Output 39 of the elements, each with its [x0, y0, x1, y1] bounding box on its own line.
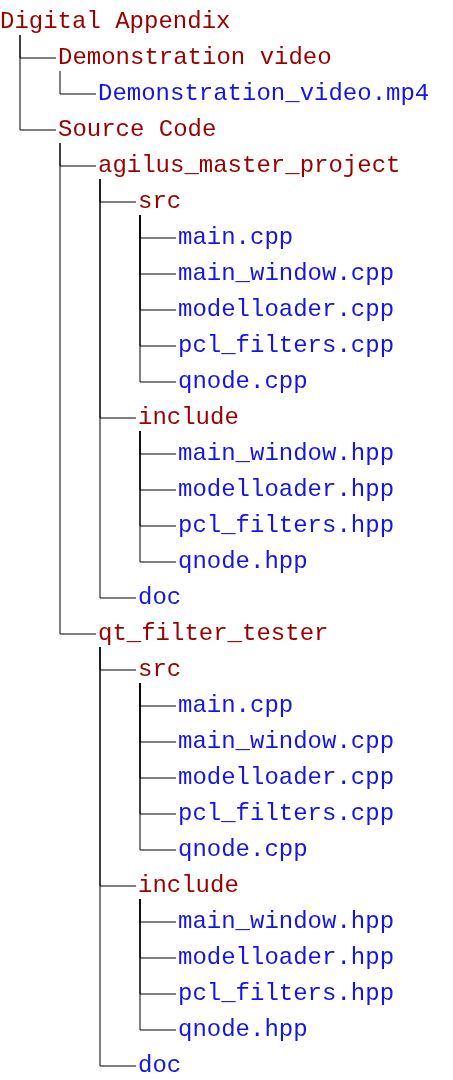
file-name: main_window.hpp [178, 441, 395, 467]
file-name: qnode.cpp [178, 369, 308, 395]
file-name: qnode.hpp [178, 1017, 308, 1043]
file-name: main_window.hpp [178, 909, 395, 935]
tree-connector [139, 682, 177, 851]
tree-connector [59, 142, 97, 635]
folder-name: include [138, 405, 239, 431]
folder-name: src [138, 657, 182, 683]
tree-connector [59, 70, 97, 95]
folder-name: Demonstration video [58, 45, 332, 71]
file-name: modelloader.cpp [178, 765, 395, 791]
folder-name: qt_filter_tester [98, 621, 329, 647]
file-name: modelloader.cpp [178, 297, 395, 323]
folder-name: include [138, 873, 239, 899]
file-name: Demonstration_video.mp4 [98, 81, 430, 107]
file-name: qnode.cpp [178, 837, 308, 863]
file-name: pcl_filters.hpp [178, 513, 395, 539]
file-name: main.cpp [178, 693, 294, 719]
file-name: qnode.hpp [178, 549, 308, 575]
folder-name: src [138, 189, 182, 215]
file-name: main.cpp [178, 225, 294, 251]
tree-connector [19, 34, 57, 131]
file-name: main_window.cpp [178, 261, 395, 287]
folder-name: Source Code [58, 117, 217, 143]
file-name: main_window.cpp [178, 729, 395, 755]
file-name: modelloader.hpp [178, 945, 395, 971]
tree-connector [99, 178, 137, 599]
tree-connector [139, 430, 177, 563]
tree-connector [139, 898, 177, 1031]
file-name: modelloader.hpp [178, 477, 395, 503]
folder-name: agilus_master_project [98, 153, 401, 179]
file-name: doc [138, 1053, 182, 1079]
tree-connector [99, 646, 137, 1067]
file-name: pcl_filters.hpp [178, 981, 395, 1007]
file-name: doc [138, 585, 182, 611]
file-name: pcl_filters.cpp [178, 801, 395, 827]
tree-connector [139, 214, 177, 383]
folder-name: Digital Appendix [0, 9, 231, 35]
file-name: pcl_filters.cpp [178, 333, 395, 359]
